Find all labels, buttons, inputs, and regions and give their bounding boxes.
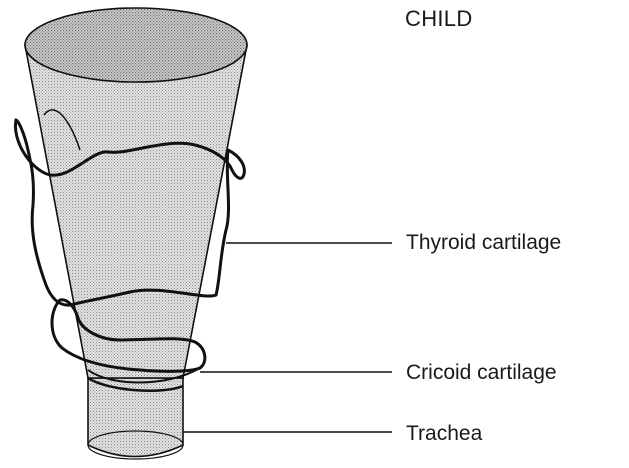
cricoid-cartilage-label: Cricoid cartilage bbox=[406, 362, 557, 383]
diagram-title: CHILD bbox=[405, 8, 473, 30]
larynx-top-opening bbox=[25, 8, 247, 82]
thyroid-cartilage-label: Thyroid cartilage bbox=[406, 232, 561, 253]
trachea-label: Trachea bbox=[406, 423, 482, 444]
larynx-cone bbox=[25, 45, 247, 378]
